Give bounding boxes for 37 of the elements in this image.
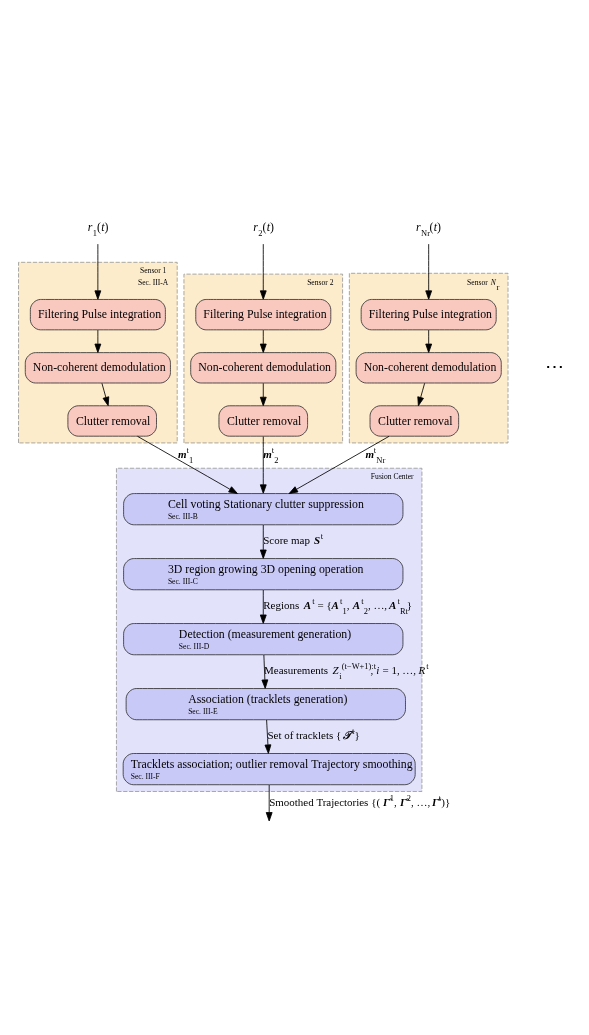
arrow (261, 654, 269, 689)
arrow (265, 784, 273, 822)
arrow (259, 329, 267, 353)
edge-label: Score map S$^{t}$ (263, 530, 324, 546)
arrow (94, 329, 102, 353)
node-text: r$_{Nr}$(t) (416, 220, 442, 239)
node-box: Non-coherent demodulation (24, 352, 171, 384)
arrow (259, 243, 267, 300)
arrow (425, 243, 433, 300)
node-box: 3D region growing 3D opening operation Sec. III-C (123, 558, 404, 591)
arrow (259, 382, 267, 407)
node-box: Clutter removal (67, 405, 157, 437)
node-box: Detection (measurement generation) Sec. III-D (123, 623, 404, 656)
arrow (259, 589, 267, 624)
node-box: Tracklets association; outlier removal Trajectory smoothing Sec. III-F (122, 753, 416, 786)
node-box: Clutter removal (218, 405, 308, 437)
node-box: Filtering Pulse integration (195, 299, 332, 331)
label: ⋯ (545, 355, 565, 377)
arrow (94, 243, 102, 300)
edge-label: Regions A$^{t}$ = {A$^{t}$$_{1}$, A$^{t}$$_{2}$, …, A$^{t}$$_{Rt}$} (263, 595, 413, 616)
edge-label: Smoothed Trajectories {(Γ̂$^{1}$, Γ̂$^{2}$, …, Γ̂$^{t}$)} (269, 793, 451, 809)
node-box: Non-coherent demodulation (190, 352, 337, 384)
node-box: Filtering Pulse integration (360, 299, 497, 331)
node-box: Clutter removal (369, 405, 460, 437)
arrow (259, 436, 267, 494)
arrow (259, 524, 267, 559)
node-text: r$_{1}$(t) (87, 220, 109, 239)
arrow (417, 382, 426, 407)
node-box: Non-coherent demodulation (355, 352, 502, 384)
node-text: r$_{2}$(t) (253, 220, 274, 239)
arrow (264, 719, 272, 754)
arrow (101, 382, 110, 407)
node-box: Filtering Pulse integration (29, 299, 166, 331)
node-box: Association (tracklets generation) Sec. III-E (125, 688, 406, 721)
arrow (425, 329, 433, 353)
node-box: Cell voting Stationary clutter suppression Sec. III-B (123, 493, 404, 526)
edge-label: Set of tracklets {𝒯$^{t}$} (267, 725, 360, 741)
